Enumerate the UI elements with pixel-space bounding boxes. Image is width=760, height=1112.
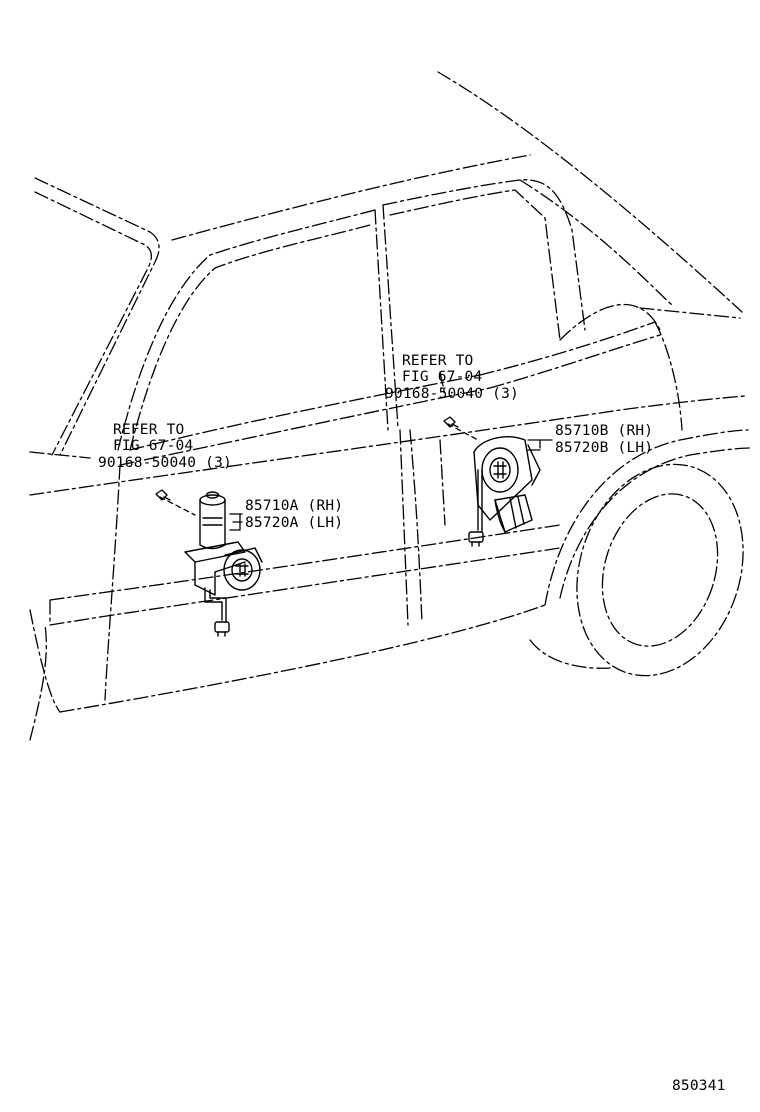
left-motor-lh-part-number: 85720A (LH) [245, 515, 344, 531]
rear-wheel [529, 429, 753, 677]
bolt-left [155, 489, 171, 501]
window-regulator-motor-right [468, 436, 541, 547]
right-motor-lh-part-number: 85720B (LH) [555, 440, 654, 456]
right-refer-line2: FIG 67-04 [402, 369, 483, 385]
right-motor-rh-part-number: 85710B (RH) [555, 423, 654, 439]
left-motor-rh-part-number: 85710A (RH) [245, 498, 344, 514]
bolt-right [443, 416, 459, 428]
callout-leaders [229, 439, 553, 531]
window-regulator-motor-left [184, 491, 263, 637]
left-bolt-part-number: 90168-50040 (3) [98, 455, 232, 471]
left-refer-line1: REFER TO [113, 422, 185, 438]
right-bolt-part-number: 90168-50040 (3) [385, 386, 519, 402]
car-outline [29, 71, 746, 741]
figure-number: 850341 [672, 1078, 726, 1094]
right-refer-line1: REFER TO [402, 353, 474, 369]
left-refer-line2: FIG 67-04 [113, 438, 194, 454]
leader-lines [159, 423, 479, 516]
